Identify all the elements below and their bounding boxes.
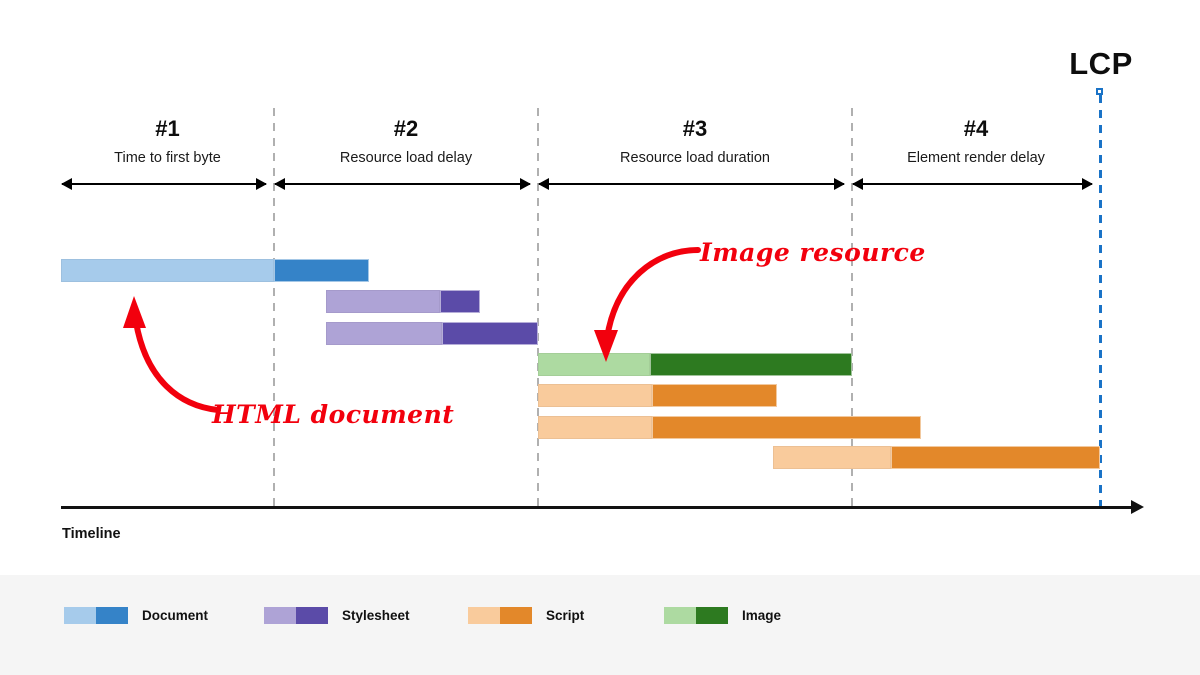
bar-image-wait-segment bbox=[538, 353, 650, 376]
legend-swatch-document bbox=[64, 606, 128, 624]
timeline-axis-label: Timeline bbox=[62, 526, 121, 542]
phase-number-3: #3 bbox=[682, 116, 708, 141]
bar-stylesheet-2-load-segment bbox=[442, 322, 538, 345]
phase-measure-arrow-4 bbox=[852, 178, 1093, 190]
bar-script-1-load-segment bbox=[652, 384, 777, 407]
bar-script-3-wait-segment bbox=[773, 446, 891, 469]
legend-item-document[interactable]: Document bbox=[64, 606, 209, 624]
bar-script-2-load-segment bbox=[652, 416, 921, 439]
bar-stylesheet-1-load-segment bbox=[440, 290, 480, 313]
phase-caption-1: Time to first byte bbox=[114, 150, 221, 166]
bar-stylesheet-2-wait-segment bbox=[326, 322, 442, 345]
legend-label-image: Image bbox=[742, 607, 782, 623]
bar-stylesheet-2[interactable] bbox=[326, 322, 538, 345]
bar-image[interactable] bbox=[538, 353, 852, 376]
legend-band bbox=[0, 575, 1200, 675]
bar-script-3-load-segment bbox=[891, 446, 1100, 469]
timeline-axis bbox=[61, 500, 1144, 514]
legend-swatch-light bbox=[264, 606, 296, 624]
lcp-marker-icon bbox=[1096, 88, 1103, 95]
html-document-arrow-icon bbox=[123, 296, 221, 413]
bar-script-1-wait-segment bbox=[538, 384, 652, 407]
legend-label-script: Script bbox=[546, 607, 585, 623]
legend-swatch-dark bbox=[500, 606, 532, 624]
phase-separator-3 bbox=[851, 108, 853, 510]
bar-script-1[interactable] bbox=[538, 384, 777, 407]
phase-separator-1 bbox=[273, 108, 275, 510]
legend-item-script[interactable]: Script bbox=[468, 606, 585, 624]
phase-separator-2 bbox=[537, 108, 539, 510]
phase-caption-3: Resource load duration bbox=[620, 150, 770, 166]
phase-measure-arrow-3 bbox=[538, 178, 845, 190]
legend-item-stylesheet[interactable]: Stylesheet bbox=[264, 606, 410, 624]
phase-number-1: #1 bbox=[155, 116, 180, 141]
html-document-annotation: HTML document bbox=[212, 400, 455, 429]
lcp-dashed-line bbox=[1099, 95, 1102, 510]
legend-swatch-dark bbox=[296, 606, 328, 624]
lcp-label: LCP bbox=[1069, 46, 1133, 81]
bar-image-load-segment bbox=[650, 353, 852, 376]
phase-measure-arrow-2 bbox=[274, 178, 531, 190]
bar-document-load-segment bbox=[274, 259, 369, 282]
legend-swatch-light bbox=[64, 606, 96, 624]
legend-label-stylesheet: Stylesheet bbox=[342, 607, 410, 623]
bar-document-wait-segment bbox=[61, 259, 274, 282]
legend-swatch-script bbox=[468, 606, 532, 624]
bar-script-2-wait-segment bbox=[538, 416, 652, 439]
image-resource-arrow-icon bbox=[594, 247, 701, 362]
phase-number-4: #4 bbox=[963, 116, 989, 141]
bar-stylesheet-1-wait-segment bbox=[326, 290, 440, 313]
legend-swatch-dark bbox=[696, 606, 728, 624]
legend-swatch-dark bbox=[96, 606, 128, 624]
legend-item-image[interactable]: Image bbox=[664, 606, 782, 624]
image-resource-annotation: Image resource bbox=[700, 238, 926, 267]
bar-script-3[interactable] bbox=[773, 446, 1100, 469]
phase-measure-arrow-1 bbox=[61, 178, 267, 190]
legend-swatch-stylesheet bbox=[264, 606, 328, 624]
bar-document[interactable] bbox=[61, 259, 369, 282]
phase-caption-2: Resource load delay bbox=[339, 150, 473, 166]
legend-swatch-image bbox=[664, 606, 728, 624]
bar-script-2[interactable] bbox=[538, 416, 921, 439]
legend-swatch-light bbox=[468, 606, 500, 624]
bar-stylesheet-1[interactable] bbox=[326, 290, 480, 313]
legend-label-document: Document bbox=[142, 607, 209, 623]
phase-number-2: #2 bbox=[393, 116, 419, 141]
legend-swatch-light bbox=[664, 606, 696, 624]
phase-caption-4: Element render delay bbox=[907, 150, 1045, 166]
